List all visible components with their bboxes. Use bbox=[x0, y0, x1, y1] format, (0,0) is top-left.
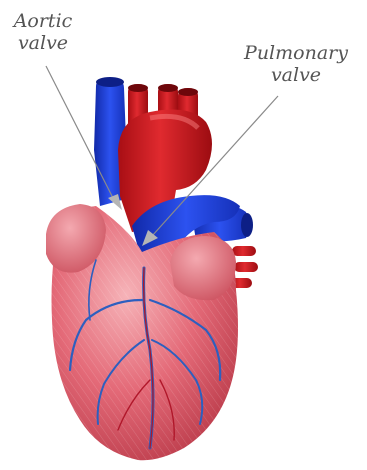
pulmonary-valve-label-line-2: valve bbox=[232, 64, 360, 86]
pulmonary-valve-label-line-1: Pulmonary bbox=[232, 42, 360, 64]
left-auricle bbox=[170, 236, 236, 300]
aortic-valve-label: Aortic valve bbox=[2, 10, 84, 54]
aortic-valve-label-line-1: Aortic bbox=[2, 10, 84, 32]
pulmonary-valve-label: Pulmonary valve bbox=[232, 42, 360, 86]
aortic-valve-label-line-2: valve bbox=[2, 32, 84, 54]
